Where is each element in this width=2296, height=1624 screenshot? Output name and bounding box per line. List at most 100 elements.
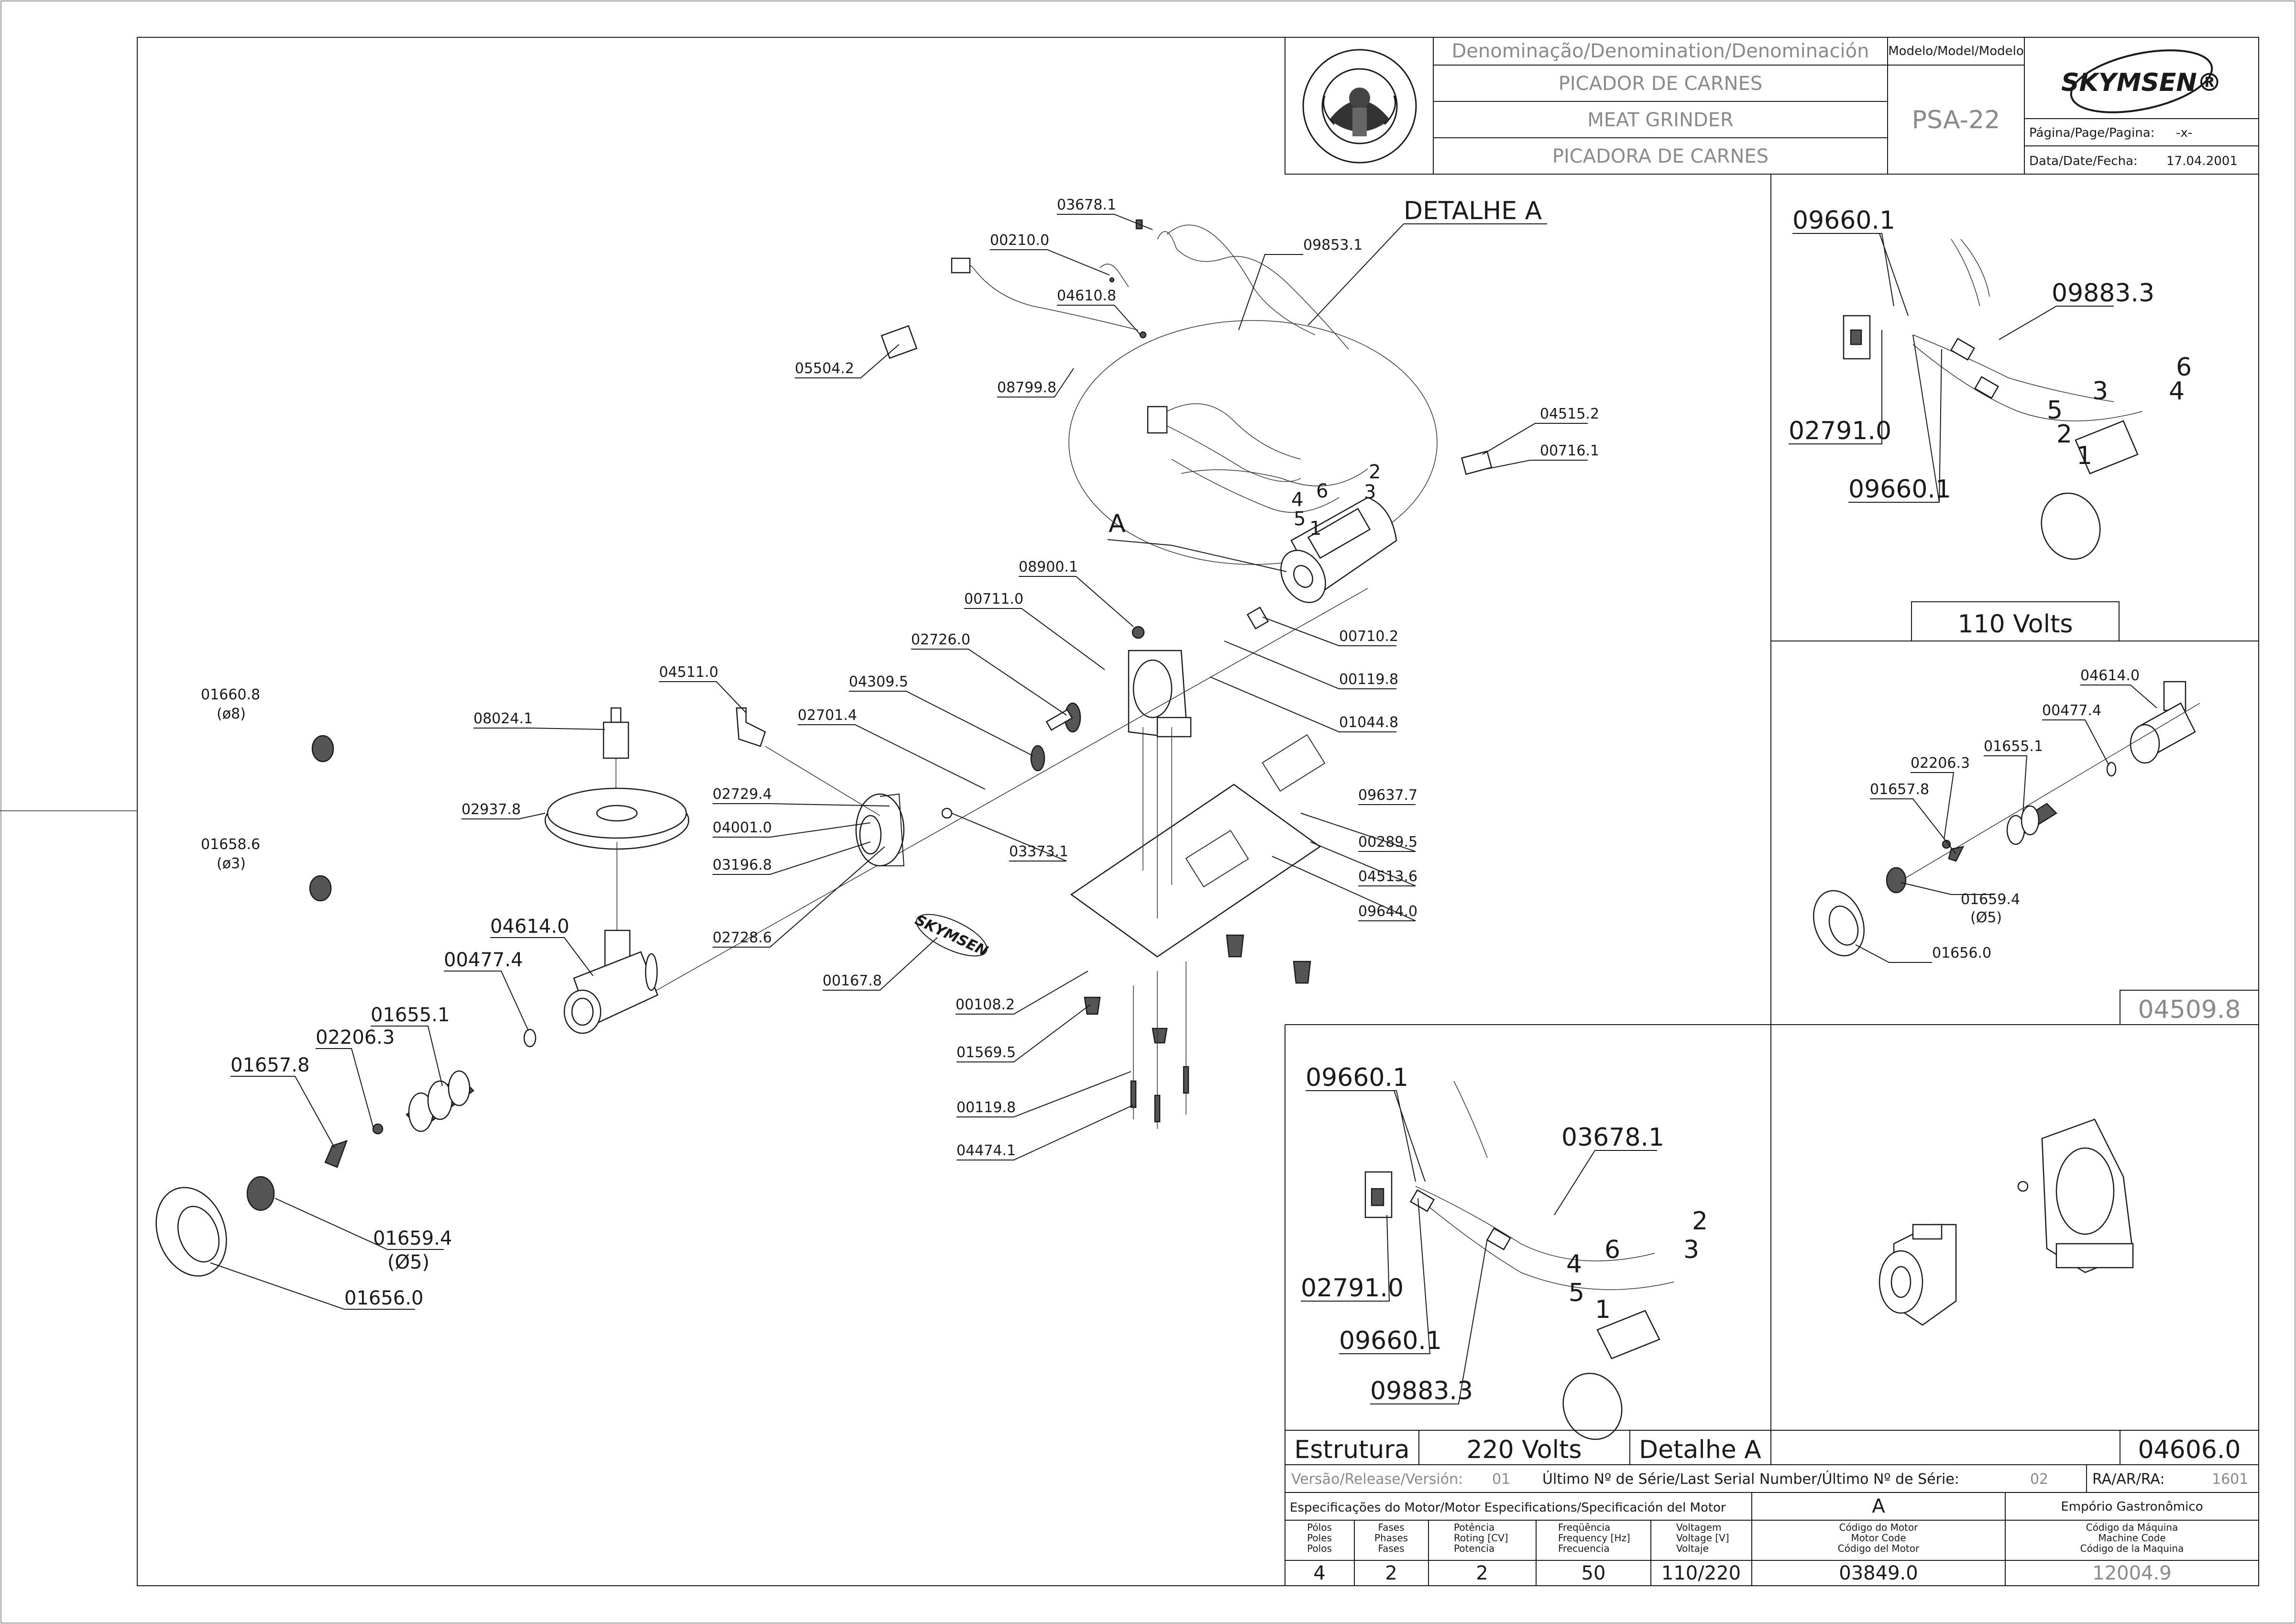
label-00210-0: 00210.0 — [990, 232, 1049, 249]
spec-col-power: Potência Roting [CV] Potencia 2 — [1454, 1522, 1508, 1584]
panel04509-label-01656-0: 01656.0 — [1932, 945, 1991, 961]
grinder-plate-5mm — [246, 1176, 275, 1211]
motor-letter: A — [1872, 1495, 1885, 1517]
label-00108-2: 00108.2 — [956, 996, 1015, 1013]
label-00119-8b: 00119.8 — [956, 1099, 1016, 1116]
label-00289-5: 00289.5 — [1358, 834, 1417, 851]
gear-cover — [855, 793, 905, 867]
label-08024-1: 08024.1 — [473, 710, 533, 727]
spec-col-machine-code: Código da Máquina Machine Code Código de… — [2080, 1522, 2184, 1584]
spec-col-voltage: Voltagem Voltage [V] Voltaje 110/220 — [1661, 1522, 1741, 1584]
ra-label: RA/AR/RA: — [2092, 1471, 2164, 1488]
name-english: MEAT GRINDER — [1587, 109, 1734, 131]
grinder-body — [563, 929, 659, 1034]
model-header: Modelo/Model/Modelo — [1888, 44, 2024, 58]
label-01656-0: 01656.0 — [344, 1287, 423, 1309]
label-00710-2: 00710.2 — [1339, 628, 1398, 645]
page-value: -x- — [2176, 126, 2192, 140]
label-04001-0: 04001.0 — [713, 819, 772, 836]
spec-header-text: Frecuencia — [1558, 1543, 1610, 1554]
gear-housing — [1128, 607, 1269, 738]
motor-wire-1: 1 — [1309, 518, 1321, 540]
spec-header-text: Código do Motor — [1839, 1522, 1919, 1533]
motor — [1280, 497, 1397, 603]
panel110-wire-1: 1 — [2076, 442, 2092, 470]
spec-col-motor-code: Código do Motor Motor Code Código del Mo… — [1838, 1522, 1920, 1584]
label-a: A — [1109, 509, 1126, 538]
label-04474-1: 04474.1 — [956, 1142, 1016, 1159]
label-04610-8: 04610.8 — [1057, 287, 1116, 304]
label-01569-5: 01569.5 — [956, 1044, 1016, 1061]
panel110-label-09883-3: 09883.3 — [2052, 279, 2154, 308]
ra-value: 1601 — [2212, 1471, 2248, 1488]
panel04606-code: 04606.0 — [2138, 1436, 2241, 1464]
name-portuguese: PICADOR DE CARNES — [1559, 73, 1762, 95]
worm-screw — [406, 1070, 474, 1132]
panel110-wire-2: 2 — [2056, 420, 2072, 449]
motor-wire-6: 6 — [1316, 480, 1328, 502]
serial-label: Último Nº de Série/Last Serial Number/Úl… — [1542, 1470, 1959, 1488]
estrutura-caption: Estrutura — [1294, 1436, 1409, 1464]
spec-header-text: Roting [CV] — [1454, 1532, 1508, 1544]
label-01660-8-diameter: (ø8) — [217, 706, 246, 722]
panel110-label-02791-0: 02791.0 — [1789, 417, 1891, 445]
spec-header-text: Voltagem — [1676, 1522, 1722, 1533]
version-value: 01 — [1492, 1471, 1510, 1488]
detail-a-title: DETALHE A — [1404, 197, 1542, 225]
page-label: Página/Page/Pagina: — [2029, 126, 2154, 140]
main-exploded-view: DETALHE A — [155, 197, 1599, 1310]
panel110-wire-6: 6 — [2176, 353, 2192, 382]
label-09644-0: 09644.0 — [1358, 903, 1417, 920]
title-block: Denominação/Denomination/Denominación PI… — [1285, 37, 2259, 175]
panel04509-label-00477-4: 00477.4 — [2042, 702, 2101, 719]
panel04509-label-01657-8: 01657.8 — [1870, 781, 1929, 798]
label-01657-8: 01657.8 — [231, 1054, 309, 1076]
spec-machine-code-value: 12004.9 — [2092, 1562, 2171, 1584]
panel220-label-02791-0: 02791.0 — [1301, 1274, 1404, 1303]
label-08799-8: 08799.8 — [997, 379, 1056, 396]
spec-header-text: Voltage [V] — [1676, 1532, 1729, 1544]
label-02728-6: 02728.6 — [713, 929, 772, 946]
spec-frequency-value: 50 — [1582, 1562, 1606, 1584]
label-04515-2: 04515.2 — [1540, 406, 1599, 422]
panel-110-volts: 09660.1 09883.3 02791.0 09660.1 6 3 4 5 … — [1789, 206, 2192, 641]
label-09853-1: 09853.1 — [1303, 237, 1362, 254]
serial-value: 02 — [2030, 1471, 2048, 1488]
panel-220-volts: 09660.1 03678.1 02791.0 09660.1 09883.3 … — [1301, 1063, 1708, 1440]
label-02726-0: 02726.0 — [911, 631, 970, 648]
panel220-label-09883-3: 09883.3 — [1370, 1377, 1473, 1405]
spec-header-text: Potencia — [1454, 1543, 1494, 1554]
panel220-label-09660-1b: 09660.1 — [1339, 1326, 1442, 1355]
date-label: Data/Date/Fecha: — [2029, 154, 2138, 168]
spec-header-text: Código de la Maquina — [2080, 1543, 2184, 1554]
spec-poles-value: 4 — [1313, 1562, 1325, 1584]
spec-header-text: Pólos — [1307, 1522, 1332, 1533]
panel04509-label-02206-3: 02206.3 — [1911, 755, 1970, 772]
date-value: 17.04.2001 — [2166, 154, 2238, 168]
base-plate — [1070, 727, 1326, 958]
skymsen-stamp: SKYMSEN — [912, 912, 990, 960]
motor-wire-3: 3 — [1364, 481, 1376, 503]
panel-04606-0: 04606.0 — [1879, 1118, 2259, 1465]
grinder-plate-3mm — [309, 875, 332, 902]
label-04309-5: 04309.5 — [849, 674, 908, 690]
label-02937-8: 02937.8 — [461, 801, 521, 818]
spec-header-text: Frequency [Hz] — [1558, 1532, 1630, 1544]
label-00119-8a: 00119.8 — [1339, 671, 1398, 688]
spec-header-text: Código del Motor — [1838, 1543, 1920, 1554]
panel04509-label-01655-1: 01655.1 — [1984, 738, 2043, 755]
label-00716-1: 00716.1 — [1540, 442, 1599, 459]
spec-header-text: Voltaje — [1676, 1543, 1709, 1554]
panel04509-label-04614-0: 04614.0 — [2080, 667, 2140, 684]
food-pusher — [603, 707, 629, 789]
panel110-label-09660-1a: 09660.1 — [1792, 206, 1895, 235]
label-01660-8: 01660.8 — [201, 686, 260, 703]
panel220-wire-2: 2 — [1692, 1207, 1708, 1236]
panel220-wire-4: 4 — [1566, 1250, 1582, 1279]
bottom-info-block: Estrutura 220 Volts Detalhe A Versão/Rel… — [1285, 1430, 2259, 1586]
panel-04509-8: 04614.0 00477.4 02206.3 01655.1 01657.8 … — [1813, 667, 2259, 1025]
motor-wire-4: 4 — [1291, 489, 1303, 511]
spec-col-phases: Fases Phases Fases 2 — [1374, 1522, 1408, 1584]
label-03678-1: 03678.1 — [1057, 197, 1116, 213]
